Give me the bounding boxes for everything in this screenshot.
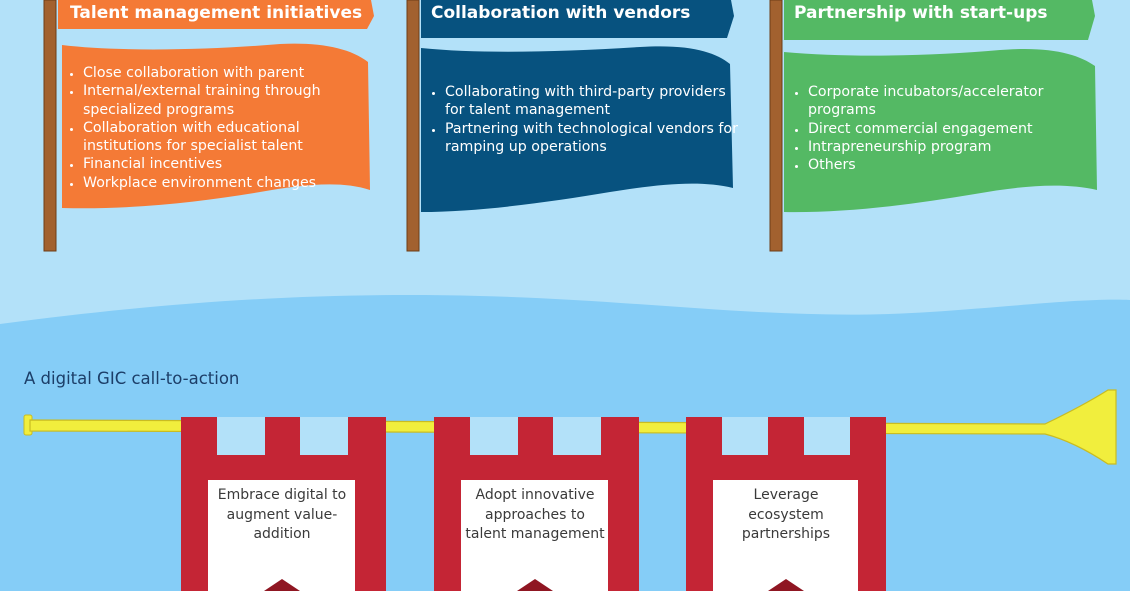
list-item: Collaborating with third-party providers…	[445, 83, 745, 120]
cta-title: A digital GIC call-to-action	[24, 369, 240, 388]
banner-text-2: Adopt innovative approaches to talent ma…	[465, 487, 605, 542]
flag-title-banner-1	[58, 0, 374, 29]
flag-title-banner-3	[784, 0, 1095, 40]
list-item: Financial incentives	[83, 155, 373, 173]
list-item: Others	[808, 156, 1108, 174]
list-item: Workplace environment changes	[83, 174, 373, 192]
flag-title-talent: Talent management initiatives	[70, 3, 363, 23]
flag-pole-1	[43, 0, 57, 252]
flag-list-vendors: Collaborating with third-party providers…	[425, 83, 745, 156]
list-item: Direct commercial engagement	[808, 120, 1108, 138]
flag-list-startups: Corporate incubators/accelerator program…	[788, 83, 1108, 174]
flag-pole-3	[769, 0, 783, 252]
flag-title-vendors: Collaboration with vendors	[431, 3, 691, 23]
banner-text-3: Leverage ecosystem partnerships	[741, 487, 831, 542]
list-item: Intrapreneurship program	[808, 138, 1108, 156]
list-item: Internal/external training through speci…	[83, 82, 373, 119]
flag-title-startups: Partnership with start-ups	[794, 3, 1048, 23]
flag-body-1	[62, 43, 370, 209]
banner-1	[181, 417, 386, 591]
banner-3	[686, 417, 886, 591]
list-item: Collaboration with educational instituti…	[83, 119, 373, 156]
flag-body-3	[784, 48, 1097, 213]
flag-pole-2	[406, 0, 420, 252]
flag-body-2	[421, 46, 733, 213]
list-item: Partnering with technological vendors fo…	[445, 120, 745, 157]
list-item: Close collaboration with parent	[83, 64, 373, 82]
flag-list-talent: Close collaboration with parent Internal…	[63, 64, 373, 192]
banner-2	[434, 417, 639, 591]
flag-title-banner-2	[421, 0, 734, 38]
list-item: Corporate incubators/accelerator program…	[808, 83, 1108, 120]
banner-text-1: Embrace digital to augment value-additio…	[217, 487, 347, 542]
